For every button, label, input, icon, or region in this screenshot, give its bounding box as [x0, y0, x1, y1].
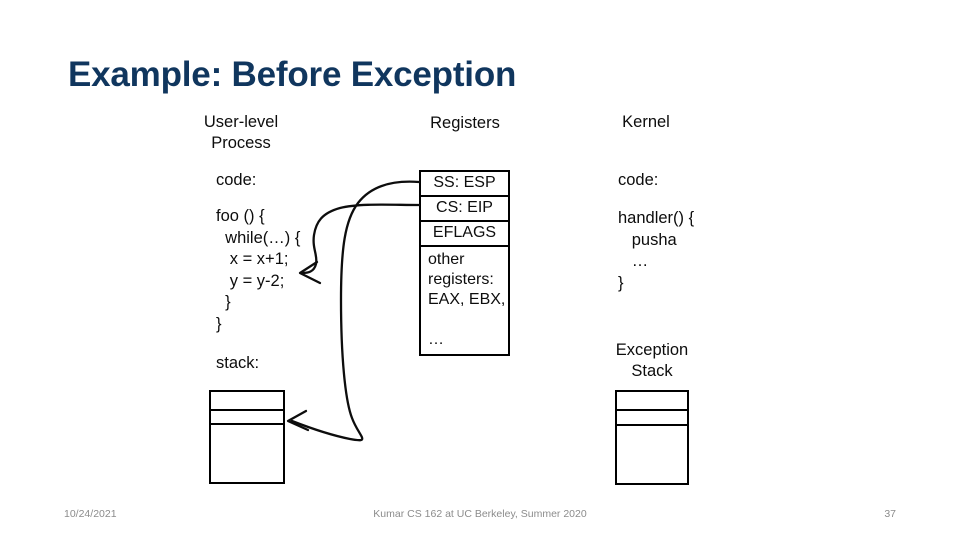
exception-stack-cell-3 — [617, 426, 687, 482]
esp-to-user-stack-arrow — [286, 180, 421, 442]
column-header-user-level-process: User-level Process — [203, 113, 279, 152]
footer-page-number: 37 — [884, 508, 896, 520]
register-row-other-registers: other registers: EAX, EBX, … — [428, 251, 506, 348]
exception-stack-cell-2 — [617, 411, 687, 426]
user-stack-cell-2 — [211, 411, 283, 425]
user-code-block: foo () { while(…) { x = x+1; y = y-2; } … — [216, 207, 301, 333]
user-stack-cell-3 — [211, 425, 283, 481]
register-row-eflags: EFLAGS — [421, 222, 508, 247]
page-title: Example: Before Exception — [68, 55, 517, 94]
kernel-code-label: code: — [618, 171, 659, 189]
slide-footer: 10/24/2021 Kumar CS 162 at UC Berkeley, … — [0, 508, 960, 528]
column-header-registers: Registers — [430, 114, 500, 132]
register-row-ss-esp: SS: ESP — [421, 172, 508, 197]
user-stack-cell-1 — [211, 392, 283, 411]
kernel-code-block: handler() { pusha … } — [618, 209, 695, 292]
register-row-cs-eip: CS: EIP — [421, 197, 508, 222]
column-header-kernel: Kernel — [622, 113, 670, 131]
exception-stack-box — [615, 390, 689, 485]
eip-to-user-code-arrow — [298, 203, 421, 285]
user-stack-box — [209, 390, 285, 484]
footer-date: 10/24/2021 — [64, 508, 117, 520]
user-code-label: code: — [216, 171, 257, 189]
footer-course-label: Kumar CS 162 at UC Berkeley, Summer 2020 — [373, 508, 587, 520]
registers-box: SS: ESP CS: EIP EFLAGS other registers: … — [419, 170, 510, 356]
user-stack-label: stack: — [216, 354, 260, 372]
exception-stack-cell-1 — [617, 392, 687, 411]
exception-stack-label: Exception Stack — [615, 341, 689, 380]
